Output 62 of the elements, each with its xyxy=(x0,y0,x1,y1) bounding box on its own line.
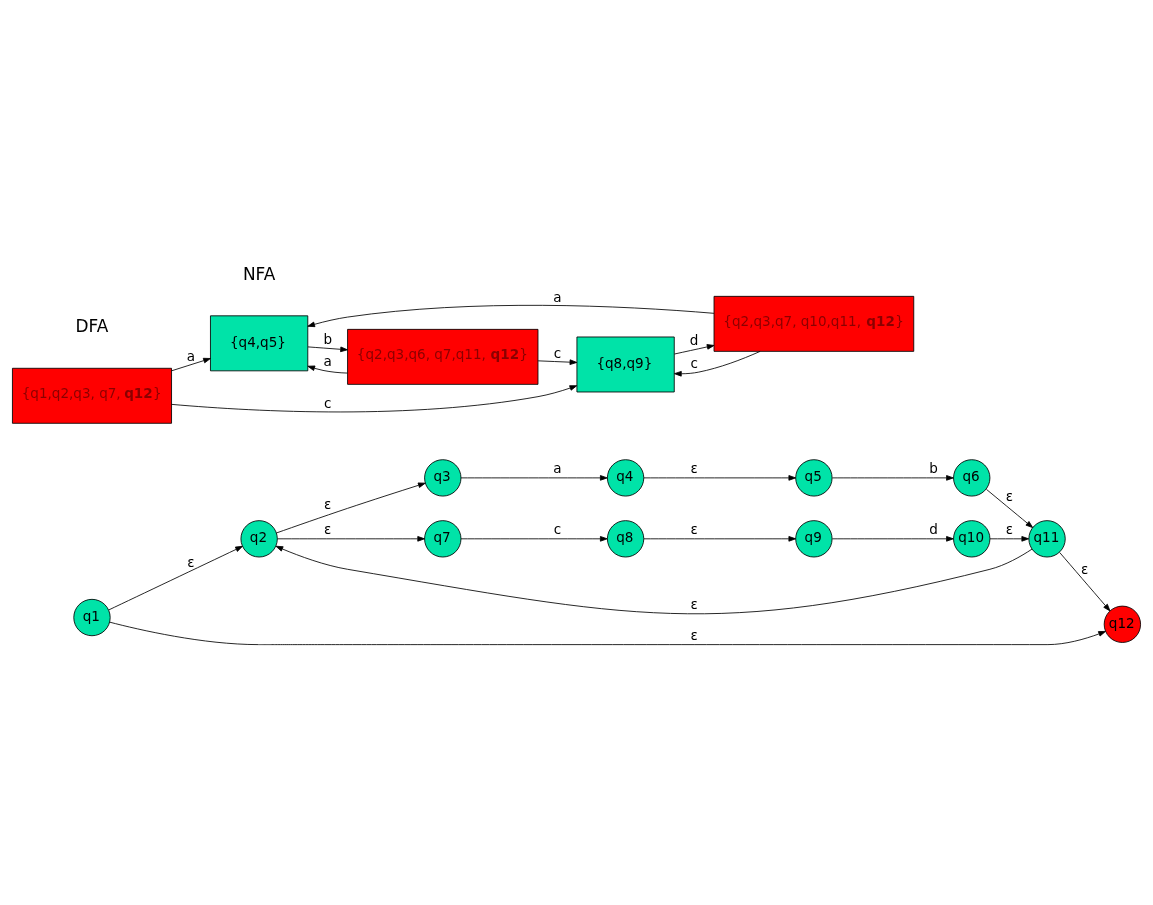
arrow xyxy=(986,488,1034,529)
arrow xyxy=(643,536,797,542)
node-circle: q3 xyxy=(424,459,462,497)
label: DFA xyxy=(75,316,109,337)
edge-label: c xyxy=(553,521,562,538)
arrow xyxy=(643,475,797,481)
edge-label: b xyxy=(929,460,938,477)
node-circle: q1 xyxy=(73,598,111,637)
node-box: {q2,q3,q7, q10,q11,q12} xyxy=(713,295,915,352)
arrow xyxy=(460,475,608,481)
edge-label: ε xyxy=(324,521,332,538)
arrow xyxy=(171,385,578,413)
edge-label: ε xyxy=(1005,488,1014,505)
arrow xyxy=(275,482,426,534)
edge-label: a xyxy=(186,347,196,364)
arrow xyxy=(537,359,578,365)
edge-label: ε xyxy=(690,521,698,538)
node-circle: q8 xyxy=(606,520,645,558)
arrow xyxy=(108,545,243,611)
edge-label: b xyxy=(323,331,332,347)
edge-label: c xyxy=(690,354,698,371)
node-circle: q2 xyxy=(240,520,278,558)
arrow xyxy=(109,621,1106,646)
arrow xyxy=(674,344,715,355)
edge-label: ε xyxy=(690,595,698,612)
arrow xyxy=(307,365,348,374)
edge-label: d xyxy=(929,521,938,538)
edge-label: a xyxy=(553,288,562,305)
arrow xyxy=(1059,552,1111,612)
label: NFA xyxy=(242,263,276,284)
arrow xyxy=(307,304,715,328)
edge-label: d xyxy=(689,331,699,348)
arrow xyxy=(831,475,954,481)
edge-label: ε xyxy=(1005,521,1014,538)
arrow xyxy=(989,536,1030,542)
arrow xyxy=(460,536,608,542)
node-circle: q4 xyxy=(606,459,645,497)
node-circle: q11 xyxy=(1028,520,1066,558)
edge-label: ε xyxy=(690,460,698,477)
arrow xyxy=(307,346,348,353)
edge-label: c xyxy=(553,344,562,361)
node-circle: q7 xyxy=(424,520,462,558)
edge-label: a xyxy=(323,353,332,370)
edge-label: ε xyxy=(1081,561,1089,578)
arrow xyxy=(275,545,1033,614)
edge-label: ε xyxy=(690,627,698,644)
arrow xyxy=(674,350,761,377)
node-box: {q1,q2,q3, q7,q12} xyxy=(12,367,172,424)
arrow xyxy=(171,357,211,372)
node-circle: q9 xyxy=(795,520,833,558)
node-box: {q8,q9} xyxy=(576,336,675,393)
arrow xyxy=(831,536,954,542)
edge-label: ε xyxy=(187,553,195,570)
node-box: {q2,q3,q6, q7,q11,q12} xyxy=(347,328,539,385)
node-box: {q4,q5} xyxy=(210,315,309,372)
arrow xyxy=(277,536,425,542)
node-circle: q10 xyxy=(953,520,991,558)
edge-label: a xyxy=(553,460,562,477)
node-circle: q6 xyxy=(953,459,991,497)
edge-label: c xyxy=(323,395,332,412)
node-circle: q5 xyxy=(795,459,833,497)
edge-label: ε xyxy=(324,496,332,513)
